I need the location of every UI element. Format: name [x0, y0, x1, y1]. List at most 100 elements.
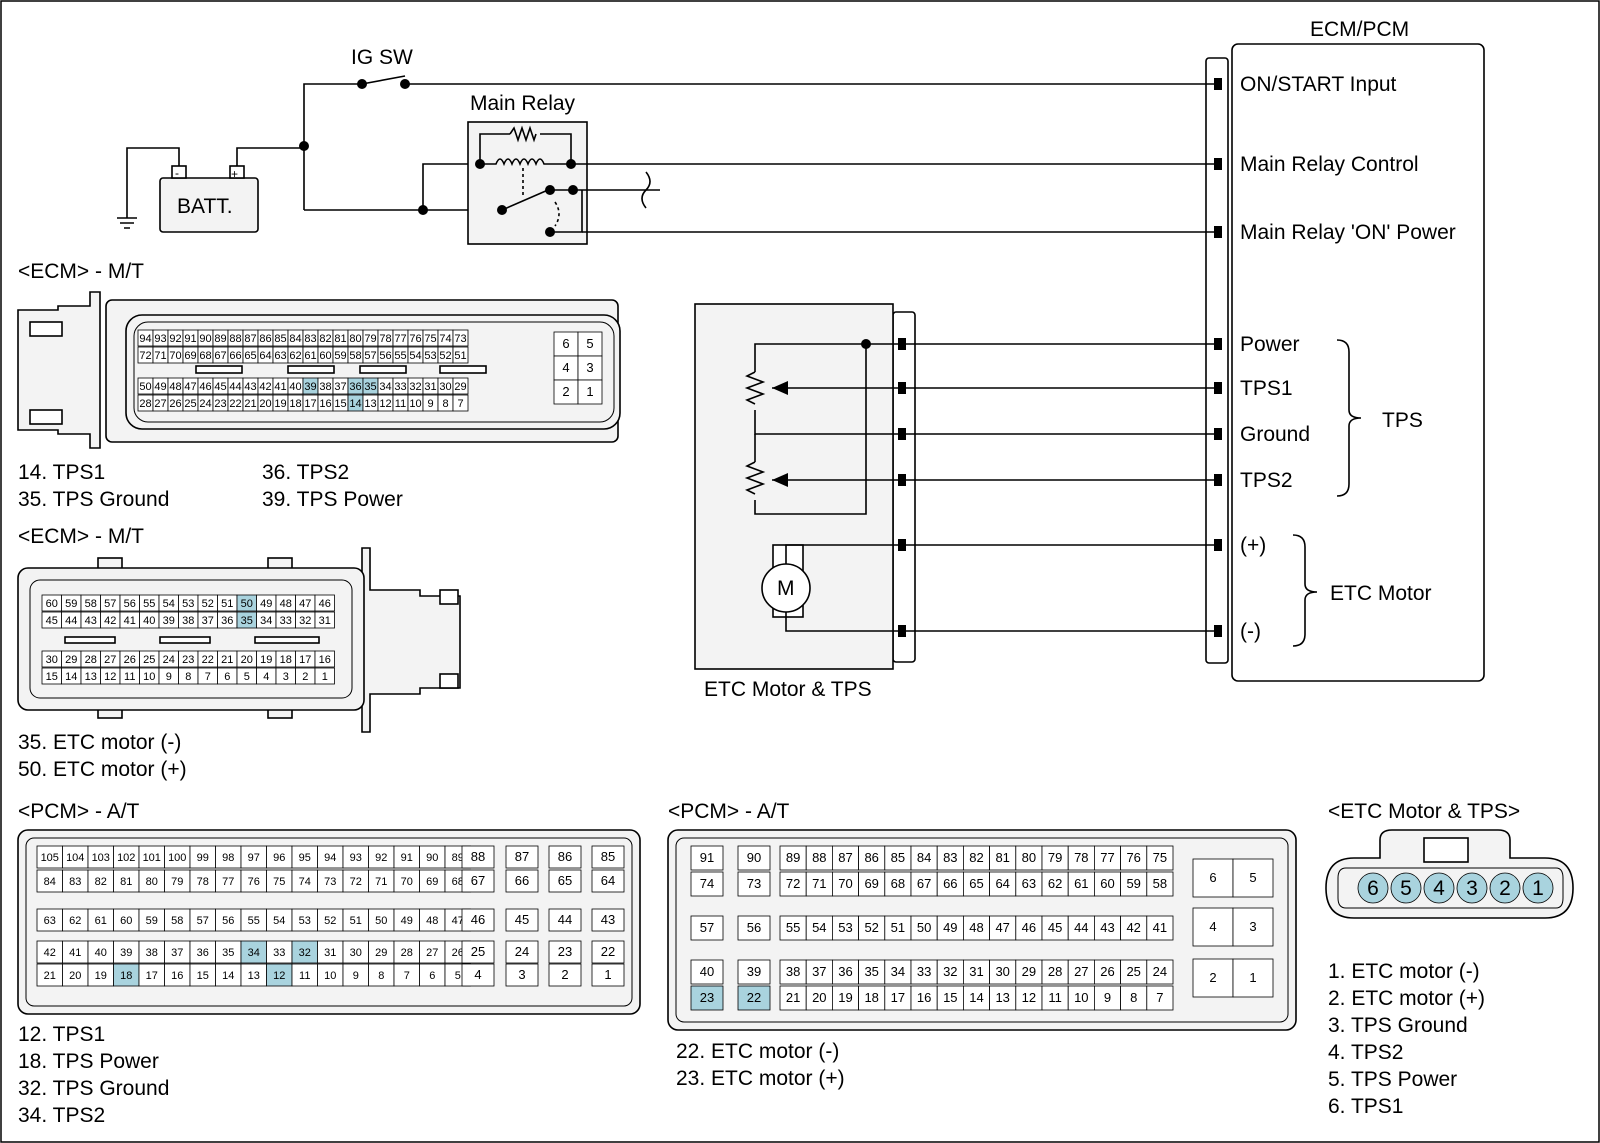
c4-pin-label: 48: [969, 920, 983, 935]
connector-ecm-mt-1-note-3: 36. TPS2: [262, 461, 349, 484]
c4-pin-78: [1067, 845, 1095, 871]
c3-pin-label: 57: [197, 915, 209, 927]
c2-pin-label: 12: [104, 671, 116, 683]
battery-minus-label: -: [175, 166, 179, 180]
c2-pin-label: 13: [85, 671, 97, 683]
c4-pin-label: 45: [1048, 920, 1062, 935]
c3-pin-label: 91: [401, 852, 413, 864]
c3-pin-label: 98: [222, 852, 234, 864]
c3-pin-85: [591, 845, 625, 869]
c3-pin-44: [548, 908, 582, 932]
c3-pin-label: 36: [197, 947, 209, 959]
connector-pcm-at-1-note-1: 12. TPS1: [18, 1023, 105, 1046]
c1-pin-label: 25: [184, 398, 196, 410]
connector-pcm-at-2-note-1: 22. ETC motor (-): [676, 1040, 839, 1063]
c1-pin-label: 43: [244, 381, 256, 393]
c1-pin-label: 93: [154, 333, 166, 345]
c2-pin-label: 51: [221, 598, 233, 610]
c2-pin-label: 55: [143, 598, 155, 610]
c3-pin-label: 89: [452, 852, 464, 864]
ecm-pin-label-4: TPS1: [1240, 377, 1293, 400]
c3-pin-label: 71: [375, 876, 387, 888]
c3-pin-label: 39: [120, 947, 132, 959]
c4-pin-16: [910, 985, 938, 1011]
c4-pin-label: 26: [1100, 964, 1114, 979]
c4-pin-77: [1094, 845, 1122, 871]
c2-pin-label: 5: [244, 671, 250, 683]
c3-pin-label: 90: [426, 852, 438, 864]
c2-pin-label: 48: [280, 598, 292, 610]
etc-pin-terminal: [898, 474, 906, 486]
c3-pin-label: 20: [69, 970, 81, 982]
c4-pin-41: [1146, 915, 1174, 941]
c4-pin-30: [989, 959, 1017, 985]
c1-pin-label: 91: [184, 333, 196, 345]
c5-pin-5: [1390, 872, 1422, 904]
c2-pin-label: 35: [241, 615, 253, 627]
c4-pin-7: [1146, 985, 1174, 1011]
c1-pin-label: 29: [454, 381, 466, 393]
connector-ecm-mt-2-note-2: 50. ETC motor (+): [18, 758, 187, 781]
c4-pin-12: [1015, 985, 1043, 1011]
c2-pin-label: 47: [299, 598, 311, 610]
c1-pin-label: 36: [349, 381, 361, 393]
c4-pin-label: 14: [969, 990, 983, 1005]
connector-etc-tps-title: <ETC Motor & TPS>: [1328, 800, 1520, 823]
c1-pin-label: 33: [394, 381, 406, 393]
ecm-pin-label-5: Ground: [1240, 423, 1310, 446]
group-tps-label: TPS: [1382, 409, 1423, 432]
c4-pin-13: [989, 985, 1017, 1011]
c5-pin-3: [1456, 872, 1488, 904]
connector-ecm-mt-2-title: <ECM> - M/T: [18, 525, 144, 548]
c4-pin-label: 49: [943, 920, 957, 935]
c3-pin-label: 54: [273, 915, 285, 927]
c3-pin-label: 5: [455, 970, 461, 982]
ig-sw-label: IG SW: [351, 46, 413, 69]
c3-pin-25: [461, 940, 495, 964]
c4-pin-label: 75: [1153, 850, 1167, 865]
c4-pin-83: [936, 845, 964, 871]
c5-pin-label: 4: [1433, 877, 1445, 900]
c3-pin-label: 69: [426, 876, 438, 888]
c2-pin-label: 28: [85, 654, 97, 666]
c2-pin-label: 33: [280, 615, 292, 627]
c4-pin-86: [858, 845, 886, 871]
c3-pin-label: 1: [604, 967, 611, 982]
c4-pin-74: [690, 871, 724, 897]
c1-pin-label: 15: [334, 398, 346, 410]
c4-pin-label: 30: [995, 964, 1009, 979]
c4-pin-84: [910, 845, 938, 871]
c3-pin-label: 58: [171, 915, 183, 927]
c3-pin-label: 17: [146, 970, 158, 982]
connector-etc-tps-note-2: 2. ETC motor (+): [1328, 987, 1485, 1010]
c1-pin-label: 5: [586, 336, 593, 351]
c4-pin-68: [884, 871, 912, 897]
c1-pin-label: 54: [409, 350, 421, 362]
c4-pin-label: 16: [917, 990, 931, 1005]
c3-pin-label: 6: [429, 970, 435, 982]
c1-pin-label: 84: [289, 333, 301, 345]
c1-pin-label: 12: [379, 398, 391, 410]
c2-pin-label: 36: [221, 615, 233, 627]
c1-pin-label: 37: [334, 381, 346, 393]
c4-pin-label: 88: [812, 850, 826, 865]
c4-pin-27: [1067, 959, 1095, 985]
c3-pin-label: 44: [558, 912, 572, 927]
c4-pin-label: 6: [1209, 870, 1216, 885]
c1-pin-label: 14: [349, 398, 361, 410]
ecm-pin-label-6: TPS2: [1240, 469, 1293, 492]
c4-pin-label: 69: [864, 876, 878, 891]
battery-label: BATT.: [177, 195, 233, 218]
c2-pin-label: 37: [202, 615, 214, 627]
c1-pin-label: 53: [424, 350, 436, 362]
c4-pin-label: 81: [995, 850, 1009, 865]
c3-pin-label: 73: [324, 876, 336, 888]
c3-pin-label: 97: [248, 852, 260, 864]
c4-pin-70: [832, 871, 860, 897]
c4-pin-label: 59: [1126, 876, 1140, 891]
c1-pin-label: 80: [349, 333, 361, 345]
c3-pin-label: 102: [117, 852, 135, 864]
c3-pin-label: 68: [452, 876, 464, 888]
c4-pin-8: [1120, 985, 1148, 1011]
